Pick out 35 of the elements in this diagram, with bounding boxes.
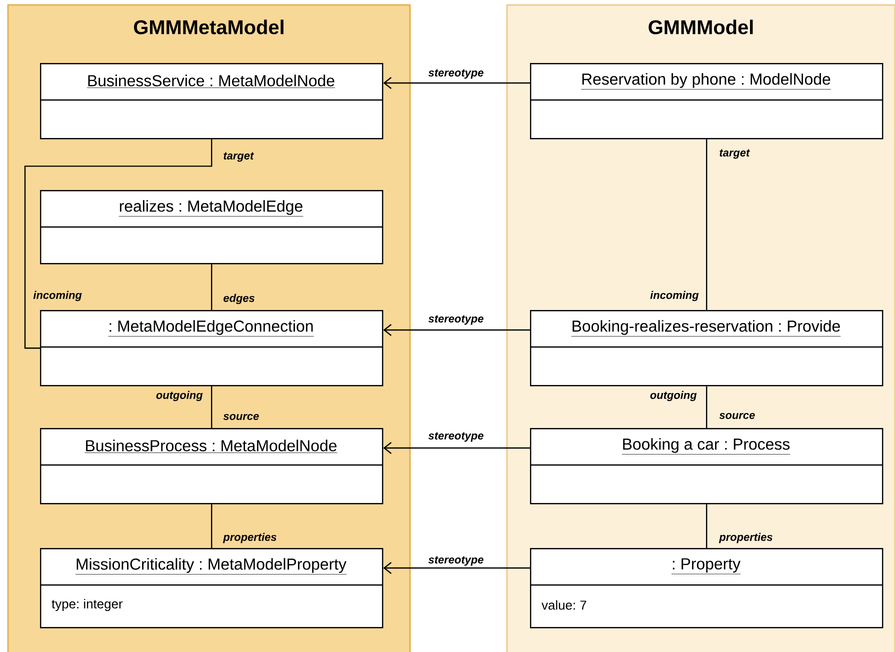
object-box: : MetaModelEdgeConnection xyxy=(40,310,384,386)
object-box: Booking a car : Process xyxy=(530,428,884,504)
edge-label: target xyxy=(720,149,750,159)
edge-label: stereotype xyxy=(428,315,484,325)
object-box: BusinessProcess : MetaModelNode xyxy=(40,428,384,504)
connector xyxy=(706,504,708,548)
connector xyxy=(383,324,530,336)
edge-label: stereotype xyxy=(428,556,484,566)
edge-label: target xyxy=(224,152,254,162)
object-box: MissionCriticality : MetaModelProperty type: integer xyxy=(40,548,384,628)
connector xyxy=(211,386,212,428)
object-box: Booking-realizes-reservation : Provide xyxy=(530,310,884,386)
role-label: outgoing xyxy=(650,390,697,402)
connector xyxy=(706,139,708,310)
object-box: : Property value: 7 xyxy=(530,548,884,628)
edge-label: properties xyxy=(222,532,276,544)
edge-label: edges xyxy=(224,294,254,304)
connector xyxy=(383,77,530,89)
edge-label: source xyxy=(223,414,259,420)
role-label: incoming xyxy=(33,290,82,302)
object-box: Reservation by phone : ModelNode xyxy=(530,63,884,140)
edge-label: source xyxy=(719,413,755,419)
connector xyxy=(24,139,212,349)
object-box: realizes : MetaModelEdge xyxy=(40,190,384,264)
connector xyxy=(211,264,212,310)
edge-label: stereotype xyxy=(428,69,484,79)
edge-label: stereotype xyxy=(428,432,484,442)
connector xyxy=(383,442,530,454)
connector xyxy=(383,562,530,574)
object-box: BusinessService : MetaModelNode xyxy=(40,63,384,140)
role-label: incoming xyxy=(650,290,699,302)
role-label: outgoing xyxy=(156,390,203,402)
connector xyxy=(211,504,212,548)
edge-label: properties xyxy=(718,532,772,544)
connector xyxy=(706,386,708,428)
